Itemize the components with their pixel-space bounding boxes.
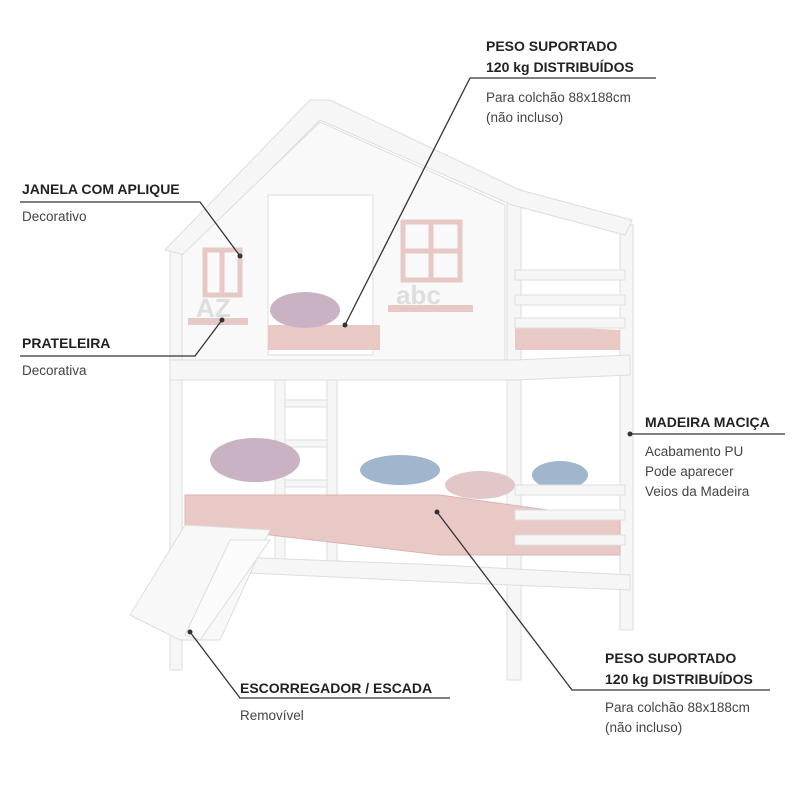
- back-right-post: [619, 224, 634, 631]
- cushion: [360, 455, 440, 485]
- callout-weight-bottom-desc: Para colchão 88x188cm(não incluso): [605, 700, 750, 735]
- callout-slide-desc: Removível: [240, 708, 304, 723]
- upper-pillow: [270, 292, 340, 328]
- callout-shelf-desc: Decorativa: [22, 363, 87, 378]
- callout-wood-title: MADEIRA MACIÇA: [645, 414, 770, 430]
- callout-lines: [20, 77, 785, 699]
- lower-pillow: [210, 438, 300, 482]
- shelf-right: [388, 305, 473, 312]
- callout-shelf-title: PRATELEIRA: [22, 335, 111, 351]
- callout-window-desc: Decorativo: [22, 209, 87, 224]
- callout-slide-title: ESCORREGADOR / ESCADA: [240, 680, 433, 696]
- callout-weight-top-desc: Para colchão 88x188cm(não incluso): [486, 90, 631, 125]
- letters-right: abc: [396, 280, 441, 310]
- window-applique: [202, 219, 463, 298]
- letters-left: AZ: [196, 293, 231, 323]
- callout-window-title: JANELA COM APLIQUE: [22, 181, 180, 197]
- shelf-left: [188, 318, 248, 325]
